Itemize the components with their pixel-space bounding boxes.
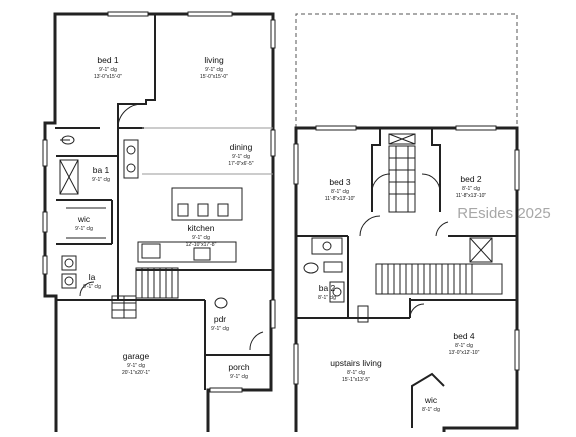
room-dining: dining 9'-1" clg 17'-0"x6'-5" [228,142,253,167]
room-ba2: ba 2 8'-1" clg [318,283,336,301]
room-living: living 9'-1" clg 15'-0"x15'-0" [200,55,228,80]
room-bed4-ceiling: 8'-1" clg [455,343,473,349]
room-ba2-ceiling: 8'-1" clg [318,295,336,301]
room-pdr-name: pdr [214,314,226,324]
room-bed4-size: 13'-0"x12'-10" [449,350,480,356]
room-porch: porch 9'-1" clg [228,362,250,380]
room-garage: garage 9'-1" clg 20'-1"x20'-1" [122,351,150,376]
upper-floor-windows [293,125,520,385]
room-upstairs-living-name: upstairs living [330,358,382,368]
room-upstairs-living: upstairs living 8'-1" clg 15'-1"x13'-5" [330,358,382,383]
room-bed1-size: 13'-0"x15'-0" [94,74,122,80]
room-bed2-size: 11'-8"x13'-10" [456,193,487,199]
room-kitchen-name: kitchen [188,223,215,233]
room-bed3-ceiling: 8'-1" clg [331,189,349,195]
room-la-name: la [89,272,96,282]
room-pdr: pdr 9'-1" clg [211,314,229,332]
room-kitchen: kitchen 9'-1" clg 12'-10"x17'-8" [186,223,217,248]
upper-floor-plan [293,13,520,432]
room-dining-name: dining [230,142,253,152]
room-bed3-size: 11'-8"x13'-10" [325,196,356,202]
room-wic2-name: wic [424,395,438,405]
room-dining-size: 17'-0"x6'-5" [228,161,253,167]
room-living-name: living [204,55,224,65]
room-garage-size: 20'-1"x20'-1" [122,370,150,376]
room-wic-ceiling: 9'-1" clg [75,226,93,232]
room-porch-ceiling: 9'-1" clg [230,374,248,380]
room-wic-name: wic [77,214,91,224]
room-ba1-name: ba 1 [93,165,110,175]
upper-floor-stairs [375,263,503,295]
room-bed4: bed 4 8'-1" clg 13'-0"x12'-10" [449,331,480,356]
room-ba2-name: ba 2 [319,283,336,293]
room-la: la 9'-1" clg [83,272,101,290]
room-bed2-name: bed 2 [460,174,482,184]
main-floor-interior-walls [55,14,273,390]
room-ba1: ba 1 9'-1" clg [92,165,110,183]
room-porch-name: porch [228,362,250,372]
room-garage-name: garage [123,351,150,361]
room-garage-ceiling: 9'-1" clg [127,363,145,369]
room-wic2: wic 8'-1" clg [422,395,440,413]
room-wic: wic 9'-1" clg [75,214,93,232]
room-living-ceiling: 9'-1" clg [205,67,223,73]
room-dining-ceiling: 9'-1" clg [232,154,250,160]
upper-floor-interior-walls [296,128,517,428]
room-pdr-ceiling: 9'-1" clg [211,326,229,332]
room-upstairs-living-size: 15'-1"x13'-5" [342,377,370,383]
room-wic2-ceiling: 8'-1" clg [422,407,440,413]
room-living-size: 15'-0"x15'-0" [200,74,228,80]
room-bed1-name: bed 1 [97,55,119,65]
upper-floor-details [303,133,503,323]
room-kitchen-ceiling: 9'-1" clg [192,235,210,241]
room-kitchen-size: 12'-10"x17'-8" [186,242,217,248]
main-floor-stairs [135,267,179,299]
room-bed1: bed 1 9'-1" clg 13'-0"x15'-0" [94,55,122,80]
room-ba1-ceiling: 9'-1" clg [92,177,110,183]
room-bed4-name: bed 4 [453,331,475,341]
main-floor-windows [42,11,276,393]
room-bed1-ceiling: 9'-1" clg [99,67,117,73]
watermark: REsides 2025 [457,205,550,222]
room-bed3: bed 3 8'-1" clg 11'-8"x13'-10" [325,177,356,202]
main-floor-details [59,103,273,351]
room-upstairs-living-ceiling: 8'-1" clg [347,370,365,376]
upper-floor-open-area-outline [295,13,518,128]
room-bed2-ceiling: 8'-1" clg [462,186,480,192]
room-bed2: bed 2 8'-1" clg 11'-8"x13'-10" [456,174,487,199]
room-bed3-name: bed 3 [329,177,351,187]
room-la-ceiling: 9'-1" clg [83,284,101,290]
main-floor-plan [42,11,276,432]
